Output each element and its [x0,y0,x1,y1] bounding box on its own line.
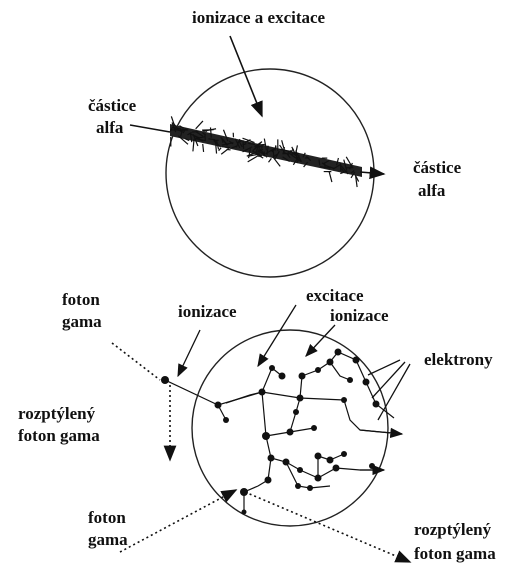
label-alpha-right-line1: částice [413,158,461,178]
label-rozptyleny-right-line2: foton gama [414,544,496,564]
label-alpha-left-line1: částice [88,96,136,116]
label-elektrony: elektrony [424,350,493,370]
label-alpha-left-line2: alfa [96,118,123,138]
elektrony-pointer-3 [378,364,410,420]
incoming-gamma-photon-path [112,343,160,380]
label-rozptyleny-left-line2: foton gama [18,426,100,446]
ionization-excitation-pointer-arrow [230,36,262,116]
label-rozptyleny-left-line1: rozptýlený [18,404,95,424]
alpha-ionization-track [170,116,362,187]
elektrony-pointer-2 [372,362,405,398]
label-rozptyleny-right-line1: rozptýlený [414,520,491,540]
label-foton-line2: gama [62,312,102,332]
ionizace2-pointer-arrow [306,325,335,356]
label-foton2-line2: gama [88,530,128,550]
scattered-photon-right-arrow [245,492,410,562]
label-ionizace2: ionizace [330,306,389,326]
label-ionizace-a-excitace: ionizace a excitace [192,8,325,28]
excitace-pointer-arrow [258,305,296,366]
alpha-exit-arrow [360,172,384,174]
second-gamma-photon-arrow [120,490,236,552]
label-ionizace: ionizace [178,302,237,322]
label-foton2-line1: foton [88,508,126,528]
label-alpha-right-line2: alfa [418,181,445,201]
alpha-incoming-line [130,125,170,132]
alpha-panel [130,36,384,277]
label-foton-line1: foton [62,290,100,310]
electron-exit-arrow-1 [360,430,402,434]
gamma-panel [112,305,410,562]
label-excitace: excitace [306,286,364,306]
ionizace-pointer-arrow [178,330,200,376]
